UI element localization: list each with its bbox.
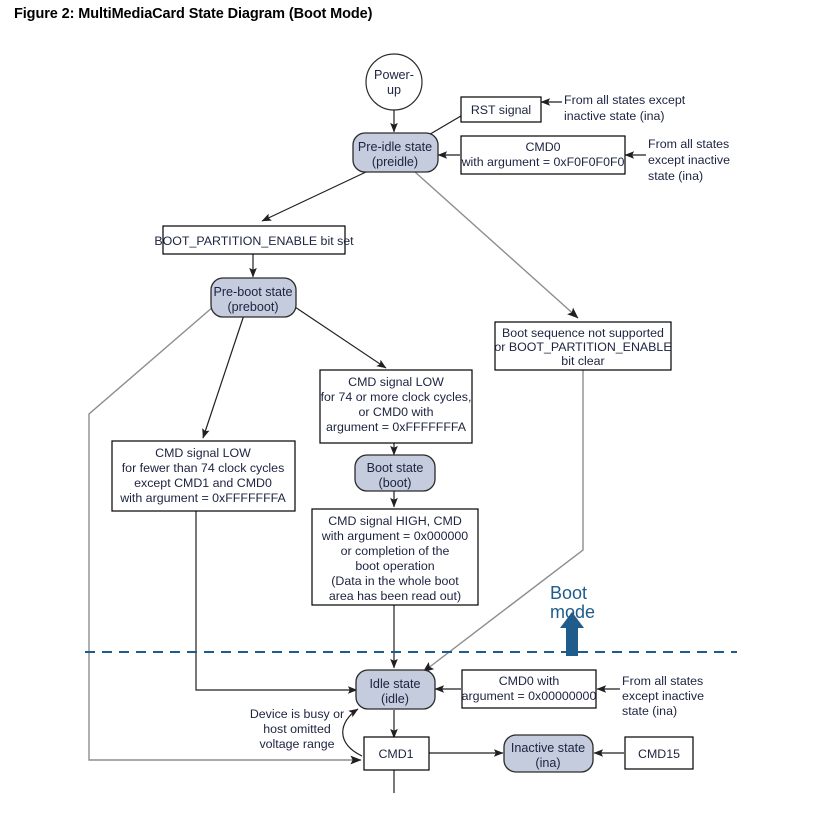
box-cmd-high[interactable]: CMD signal HIGH, CMD with argument = 0x0… (311, 508, 479, 606)
box-boot-not-supported[interactable]: Boot sequence not supported or BOOT_PART… (494, 321, 672, 371)
inactive-label-line2: (ina) (535, 756, 560, 770)
bpe-set-label: BOOT_PARTITION_ENABLE bit set (154, 234, 354, 248)
cmdlow74-line3: or CMD0 with (358, 405, 433, 419)
box-cmd15[interactable]: CMD15 (624, 736, 694, 770)
box-cmd0-zero-arg[interactable]: CMD0 with argument = 0x00000000 (461, 669, 597, 709)
page-title: Figure 2: MultiMediaCard State Diagram (… (14, 6, 373, 22)
cmd0-f0-label-line2: with argument = 0xF0F0F0F0 (461, 155, 625, 169)
device-busy-line2: host omitted (263, 722, 331, 736)
node-inactive-state[interactable]: Inactive state (ina) (503, 734, 594, 773)
cmdlow74-line4: argument = 0xFFFFFFFA (326, 420, 467, 434)
boot-label-line2: (boot) (379, 476, 412, 490)
boot-not-supported-line1: Boot sequence not supported (502, 326, 664, 340)
box-boot-partition-enable-set[interactable]: BOOT_PARTITION_ENABLE bit set (154, 225, 354, 255)
cmd0zero-line2: argument = 0x00000000 (462, 689, 597, 703)
from-all-idle-line3: state (ina) (622, 704, 677, 718)
cmdlowfewer-line1: CMD signal LOW (155, 446, 251, 460)
node-preidle-state[interactable]: Pre-idle state (preidle) (352, 132, 439, 173)
annotation-device-busy: Device is busy or host omitted voltage r… (250, 707, 344, 751)
annotation-from-all-cmd0: From all states except inactive state (i… (648, 137, 730, 183)
from-all-idle-line2: except inactive (622, 689, 704, 703)
boot-not-supported-line3: bit clear (561, 354, 604, 368)
cmdlowfewer-line2: for fewer than 74 clock cycles (122, 461, 285, 475)
annotation-from-all-idle: From all states except inactive state (i… (622, 674, 704, 718)
edge-preboot-to-cmdlowfewer (202, 302, 249, 439)
power-up-label-line2: up (387, 83, 401, 97)
cmd15-label: CMD15 (638, 747, 680, 761)
box-rst-signal[interactable]: RST signal (460, 96, 542, 123)
node-power-up[interactable]: Power- up (365, 53, 423, 111)
box-cmd-low-74-or-more[interactable]: CMD signal LOW for 74 or more clock cycl… (319, 369, 473, 444)
preboot-label-line1: Pre-boot state (213, 285, 292, 299)
boot-mode-arrow-icon (560, 612, 584, 656)
preidle-label-line2: (preidle) (372, 155, 418, 169)
cmd0zero-line1: CMD0 with (499, 674, 560, 688)
edge-preidle-to-bootnotsupported (414, 171, 579, 319)
cmdhigh-line6: area has been read out) (329, 589, 461, 603)
node-boot-state[interactable]: Boot state (boot) (354, 454, 436, 492)
cmdhigh-line5: (Data in the whole boot (331, 574, 459, 588)
cmdhigh-line3: or completion of the (341, 544, 450, 558)
boot-mode-label-line2: mode (550, 602, 595, 622)
power-up-label-line1: Power- (374, 68, 414, 82)
box-cmd1[interactable]: CMD1 (363, 736, 430, 771)
from-all-cmd0-line2: except inactive (648, 153, 730, 167)
annotation-from-all-top: From all states except inactive state (i… (564, 93, 686, 123)
edge-cmd1-to-idle-curve (342, 708, 363, 757)
edge-bootnotsupported-to-idle (422, 370, 584, 673)
preidle-label-line1: Pre-idle state (358, 140, 432, 154)
cmdhigh-line1: CMD signal HIGH, CMD (328, 514, 462, 528)
cmdhigh-line4: boot operation (355, 559, 434, 573)
cmdlowfewer-line3: except CMD1 and CMD0 (134, 476, 272, 490)
cmd1-label: CMD1 (378, 747, 413, 761)
from-all-cmd0-line1: From all states (648, 137, 729, 151)
edge-preidle-to-bpe (261, 171, 367, 222)
cmdlowfewer-line4: with argument = 0xFFFFFFFA (119, 491, 286, 505)
from-all-top-line1: From all states except (564, 93, 686, 107)
edge-preboot-to-cmdlow74more (285, 300, 387, 369)
node-idle-state[interactable]: Idle state (idle) (355, 669, 436, 710)
boot-label-line1: Boot state (367, 461, 424, 475)
box-cmd-low-fewer-than-74[interactable]: CMD signal LOW for fewer than 74 clock c… (111, 440, 296, 512)
cmdlow74-line1: CMD signal LOW (348, 375, 444, 389)
from-all-top-line2: inactive state (ina) (564, 109, 665, 123)
cmd0-f0-label-line1: CMD0 (525, 140, 560, 154)
rst-signal-label: RST signal (471, 103, 531, 117)
from-all-idle-line1: From all states (622, 674, 703, 688)
device-busy-line1: Device is busy or (250, 707, 344, 721)
idle-label-line2: (idle) (381, 692, 409, 706)
edge-cmdlowfewer-to-idle (195, 511, 358, 694)
idle-label-line1: Idle state (369, 677, 420, 691)
preboot-label-line2: (preboot) (227, 300, 278, 314)
cmdhigh-line2: with argument = 0x000000 (321, 529, 468, 543)
inactive-label-line1: Inactive state (511, 741, 585, 755)
edge-preboot-to-cmd1-rail (88, 299, 362, 765)
from-all-cmd0-line3: state (ina) (648, 169, 703, 183)
node-preboot-state[interactable]: Pre-boot state (preboot) (210, 277, 297, 318)
cmdlow74-line2: for 74 or more clock cycles, (321, 390, 472, 404)
device-busy-line3: voltage range (259, 737, 334, 751)
box-cmd0-f0f0f0f0[interactable]: CMD0 with argument = 0xF0F0F0F0 (460, 135, 626, 175)
boot-mode-label-line1: Boot (550, 583, 587, 603)
boot-not-supported-line2: or BOOT_PARTITION_ENABLE (494, 340, 671, 354)
